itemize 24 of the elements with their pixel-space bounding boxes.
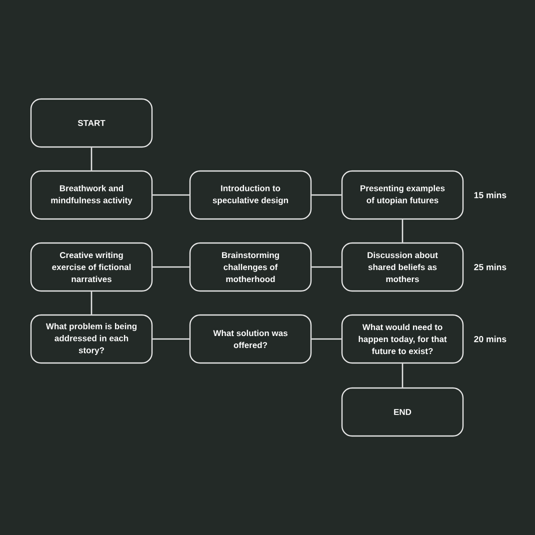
process-box: Creative writing exercise of fictional narratives: [30, 242, 153, 292]
process-box: What solution was offered?: [189, 314, 312, 364]
process-box: Brainstorming challenges of motherhood: [189, 242, 312, 292]
process-box: What would need to happen today, for that future to exist?: [341, 314, 464, 364]
process-box: What problem is being addressed in each story?: [30, 314, 153, 364]
connector-line: [402, 364, 404, 388]
connector-line: [312, 338, 342, 340]
process-box: Introduction to speculative design: [189, 170, 312, 220]
process-box: START: [30, 98, 153, 148]
process-box: Discussion about shared beliefs as mothers: [341, 242, 464, 292]
duration-label: 20 mins: [474, 336, 506, 342]
connector-line: [312, 266, 342, 268]
connector-line: [312, 194, 342, 196]
process-box: END: [341, 387, 464, 437]
process-box: Presenting examples of utopian futures: [341, 170, 464, 220]
connector-line: [152, 266, 190, 268]
duration-label: 25 mins: [474, 264, 506, 270]
connector-line: [152, 338, 190, 340]
connector-line: [152, 194, 190, 196]
connector-line: [90, 292, 92, 314]
duration-label: 15 mins: [474, 192, 506, 198]
connector-line: [402, 220, 404, 242]
process-box: Breathwork and mindfulness activity: [30, 170, 153, 220]
connector-line: [90, 148, 92, 170]
